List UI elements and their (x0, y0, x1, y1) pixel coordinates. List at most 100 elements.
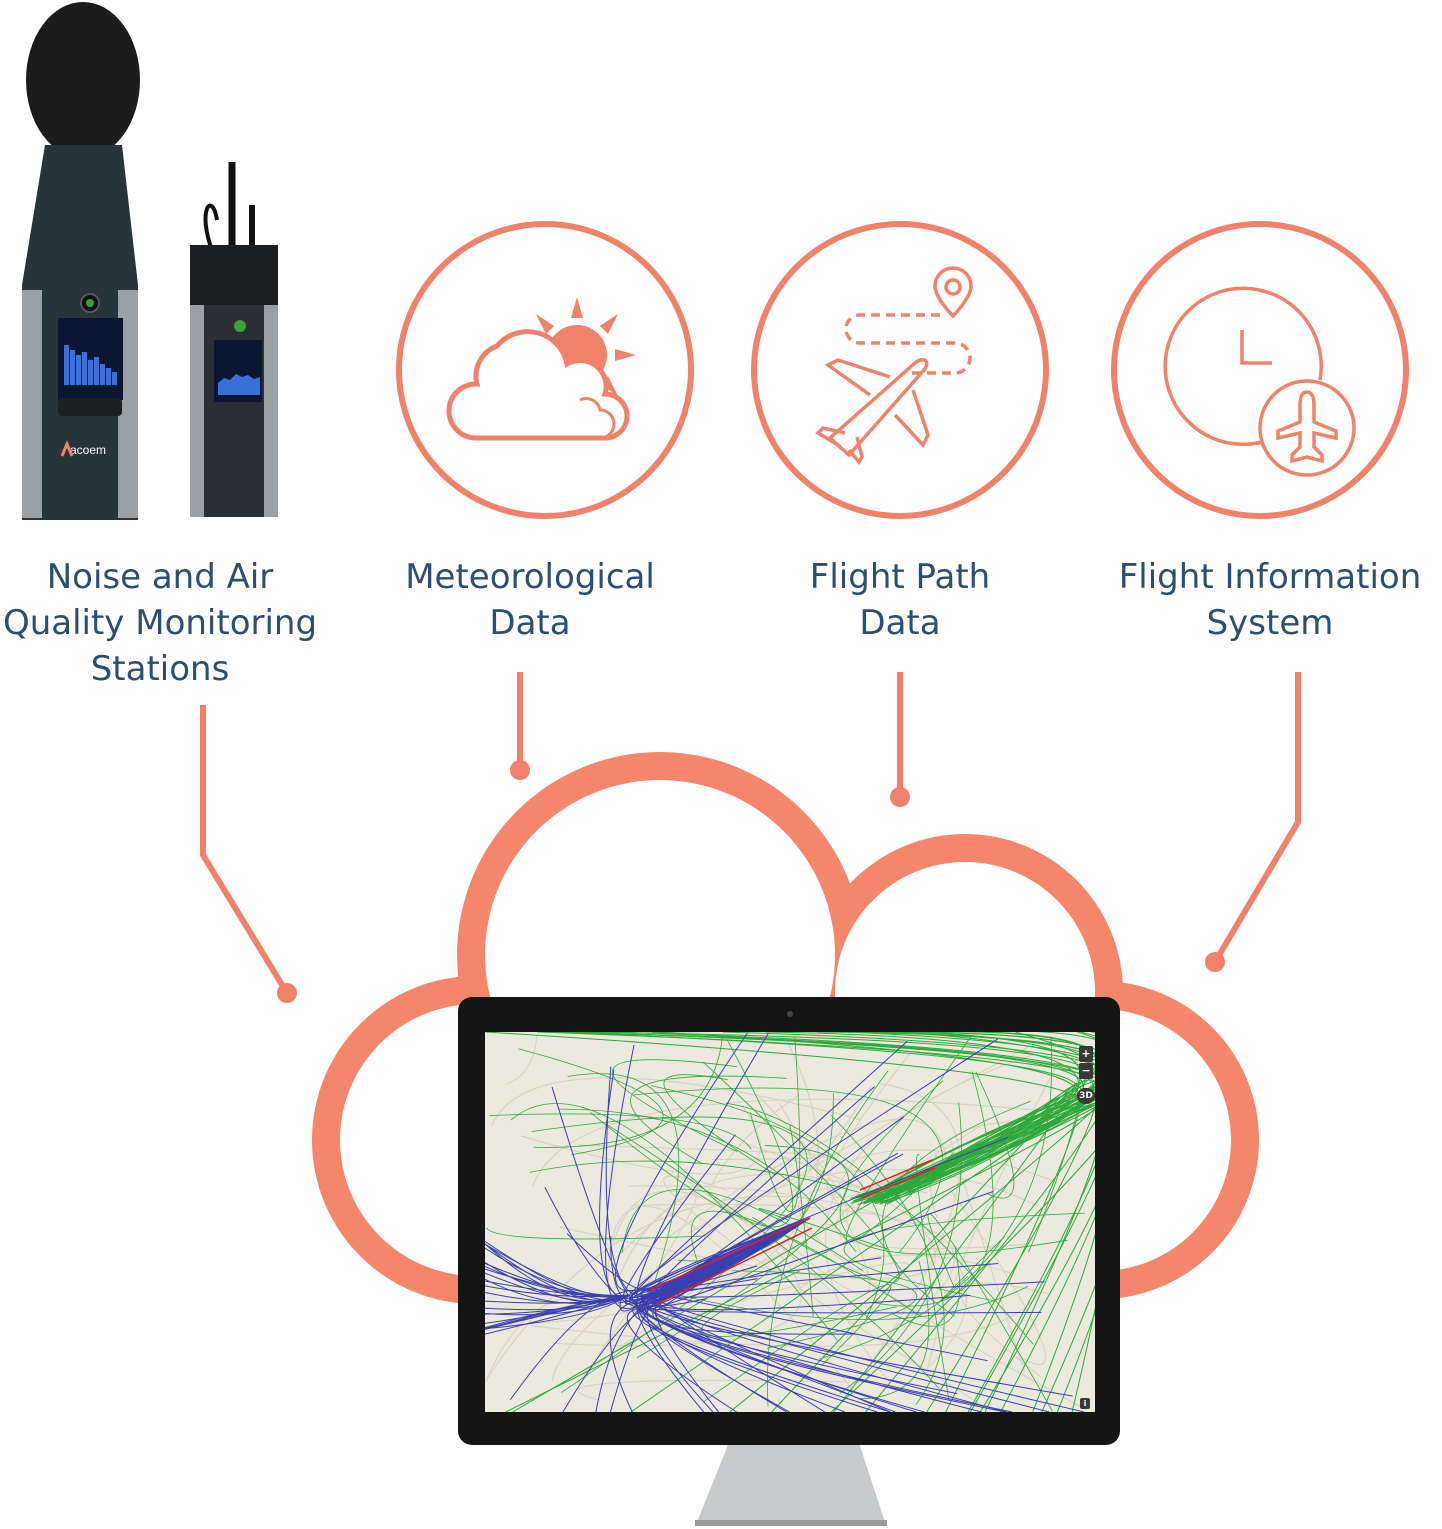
label-stations: Noise and Air Quality Monitoring Station… (3, 554, 317, 692)
label-line: Noise and Air (46, 557, 274, 597)
map-road (531, 1098, 1093, 1187)
flight-track-departure (845, 1036, 972, 1243)
label-fis: Flight Information System (1119, 554, 1422, 646)
fis-icon-circle (1111, 221, 1409, 519)
flight-track-arrival (485, 1294, 631, 1316)
flight-track-departure (843, 1212, 1085, 1302)
flight-track-departure (595, 1032, 1095, 1204)
flight-track-departure (864, 1032, 1095, 1199)
flight-track-departure (510, 1103, 838, 1341)
clock-airplane-icon (1163, 286, 1356, 477)
flight-track-departure (489, 1113, 752, 1150)
connector-fis (1212, 672, 1301, 964)
flight-track-departure (590, 1040, 794, 1228)
flight-track-departure (940, 1236, 1006, 1302)
flight-track-departure (531, 1116, 808, 1393)
airplane-route-icon (815, 266, 973, 466)
flight-track-departure (749, 1036, 801, 1212)
sun-cloud-icon (446, 297, 636, 441)
flight-track-arrival (485, 1294, 631, 1330)
map-road (687, 1168, 1039, 1235)
map-road (870, 1082, 961, 1364)
flight-track-departure (975, 1071, 1015, 1199)
label-line: Data (859, 603, 941, 643)
map-road (608, 1173, 888, 1307)
map-road (607, 1205, 855, 1392)
label-line: System (1206, 603, 1334, 643)
flight-track-departure (663, 1074, 776, 1176)
map-info-button[interactable]: i (1080, 1398, 1090, 1409)
flight-track-departure (884, 1032, 1095, 1204)
map-road (520, 1104, 761, 1175)
connector-dot (1205, 952, 1225, 972)
map-road (611, 1190, 831, 1291)
sound-level-meter-devices: acoem (22, 2, 278, 520)
map-road (666, 1118, 948, 1239)
flightpath-icon-circle (751, 221, 1049, 519)
map-road (706, 1094, 800, 1194)
flight-track-departure (690, 1210, 922, 1318)
flight-track-departure (874, 1079, 1095, 1412)
flight-track-departure (700, 1270, 897, 1337)
map-road (826, 1052, 984, 1199)
flight-track-arrival (653, 1217, 971, 1311)
flight-track-departure (485, 1227, 706, 1240)
meteo-icon-circle (396, 221, 694, 519)
device-brand: acoem (70, 443, 106, 457)
flight-track-arrival (485, 1278, 631, 1305)
flight-track-arrival (653, 1217, 1050, 1412)
flight-track-departure (703, 1284, 892, 1403)
flight-track-departure (839, 1080, 1068, 1255)
flight-track-departure (529, 1160, 861, 1193)
label-meteo: Meteorological Data (405, 554, 655, 646)
flight-track-arrival (624, 1038, 999, 1305)
connector-dot (510, 760, 530, 780)
flight-track-departure (831, 1104, 1095, 1412)
map-road (926, 1041, 1071, 1374)
map-road (757, 1094, 848, 1226)
map-zoom-in-button[interactable]: + (1079, 1046, 1093, 1062)
flight-track-departure (852, 1089, 1095, 1412)
flight-track-departure (758, 1208, 889, 1250)
flight-track-departure (725, 1102, 1034, 1345)
flight-track-departure (830, 1114, 945, 1405)
map-road (778, 1102, 871, 1295)
flight-track-departure (630, 1075, 787, 1164)
map-road (663, 1175, 978, 1403)
flight-track-arrival (614, 1032, 811, 1292)
connector-dot (277, 983, 297, 1003)
map-3d-button[interactable]: 3D (1077, 1088, 1095, 1104)
flight-track-departure (533, 1036, 723, 1148)
flight-track-departure (621, 1188, 864, 1272)
map-road (507, 1035, 538, 1085)
flight-track-arrival (636, 1086, 875, 1312)
label-line: Flight Path (809, 557, 991, 597)
webcam (787, 1011, 793, 1017)
map-road (835, 1158, 1027, 1250)
flight-tracks-map[interactable] (485, 1030, 1150, 1412)
map-road (490, 1077, 862, 1127)
flight-track-departure (729, 1102, 1095, 1412)
map-road (628, 1185, 829, 1310)
flight-track-departure (767, 1070, 889, 1407)
connector-dot (890, 787, 910, 807)
flight-track-departure (505, 1099, 1095, 1412)
flight-track-departure (892, 1245, 960, 1327)
map-road (559, 1209, 937, 1280)
map-zoom-out-button[interactable]: − (1079, 1063, 1093, 1079)
label-line: Meteorological (405, 557, 655, 597)
flight-track-departure (927, 1213, 1053, 1412)
flight-track-arrival (485, 1294, 631, 1330)
map-road (929, 1120, 1024, 1219)
flight-track-departure (567, 1073, 680, 1285)
flight-track-arrival (630, 1040, 908, 1299)
flight-track-departure (652, 1285, 1029, 1321)
flight-track-arrival (485, 1243, 631, 1298)
flight-track-departure (518, 1048, 664, 1156)
monitor (458, 997, 1150, 1526)
label-line: Stations (90, 649, 230, 689)
flight-track-departure (731, 1270, 918, 1349)
flight-track-departure (916, 1154, 950, 1401)
flight-track-departure (650, 1085, 885, 1320)
